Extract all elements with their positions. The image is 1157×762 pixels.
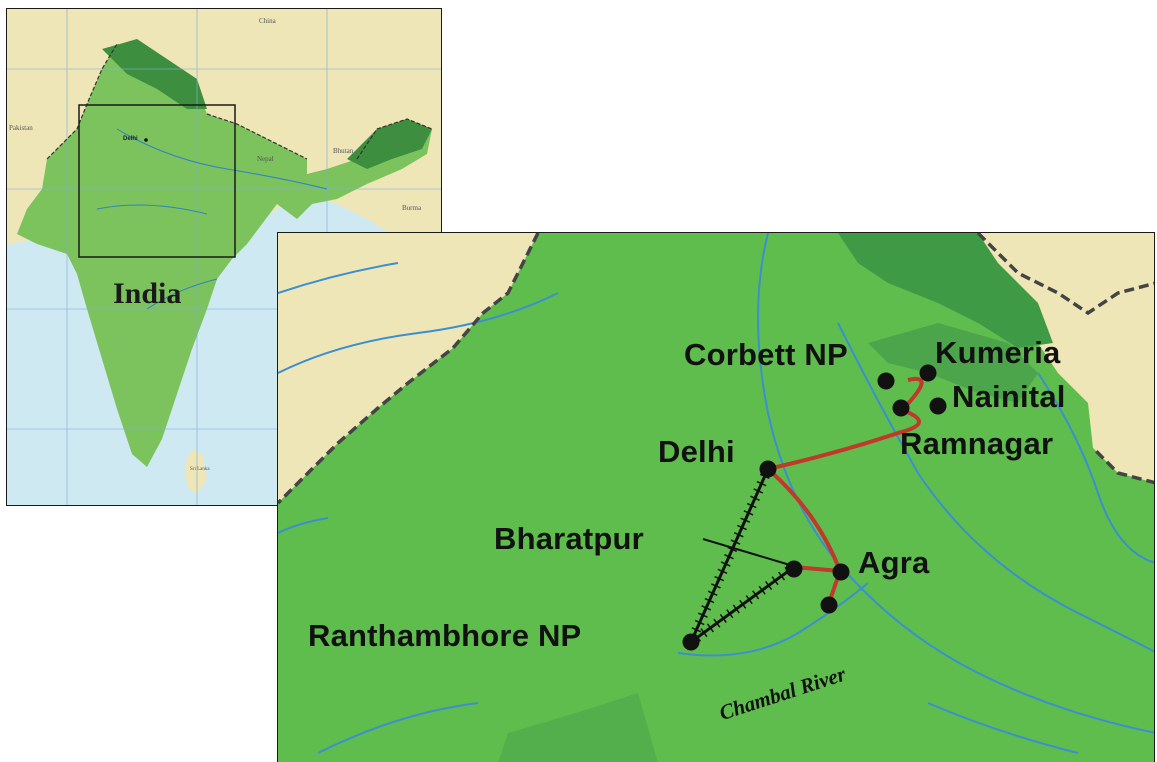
- rail-tick: [720, 561, 731, 567]
- rail-tick: [711, 583, 721, 589]
- rail-tick: [750, 495, 760, 501]
- rail-tick: [745, 595, 753, 605]
- marker-corbett: [877, 372, 895, 390]
- rail-tick: [707, 590, 718, 596]
- label-ranthambhore: Ranthambhore NP: [308, 618, 582, 653]
- overview-map-graphic: [7, 9, 441, 505]
- label-delhi: Delhi: [658, 434, 735, 469]
- marker-ranthambhore: [682, 633, 700, 651]
- rail-tick: [765, 581, 773, 590]
- rail-tick: [740, 517, 751, 523]
- rail-tick: [743, 510, 754, 516]
- label-bharatpur: Bharatpur: [494, 521, 644, 556]
- rail-tick: [726, 609, 734, 619]
- marker-ramnagar: [892, 399, 910, 417]
- rail-tick: [756, 480, 767, 487]
- rail-tick: [704, 597, 715, 604]
- overview-delhi-label: Delhi: [123, 136, 138, 142]
- marker-nainital: [929, 397, 947, 415]
- rail-tick: [706, 623, 714, 633]
- rail-tick: [727, 546, 738, 553]
- label-nainital: Nainital: [952, 379, 1066, 414]
- rail-tick: [730, 539, 741, 545]
- rail-tick: [771, 576, 779, 586]
- rail-tick: [701, 605, 712, 611]
- rail-tick: [746, 502, 757, 509]
- label-agra: Agra: [858, 545, 930, 580]
- rail-tick: [732, 604, 740, 614]
- overview-delhi-marker: [144, 138, 148, 142]
- rail-tick: [714, 575, 725, 582]
- rail-tick: [719, 613, 727, 623]
- marker-kumeria: [919, 364, 937, 382]
- rail-tick: [733, 532, 744, 538]
- label-bhutan: Bhutan: [333, 147, 354, 155]
- marker-agra-south: [820, 596, 838, 614]
- rail-tick: [698, 612, 708, 618]
- rail-tick: [737, 524, 747, 531]
- rail-tick: [777, 571, 786, 581]
- label-nepal: Nepal: [257, 155, 274, 163]
- label-china: China: [259, 17, 276, 25]
- bharatpur-leader-line: [702, 538, 791, 566]
- label-sri-lanka: Sri Lanka: [190, 467, 210, 472]
- rail-tick: [713, 618, 721, 628]
- detail-map: Corbett NP Kumeria Nainital Ramnagar Del…: [277, 232, 1155, 762]
- label-kumeria: Kumeria: [935, 335, 1061, 370]
- overview-title: India: [113, 277, 182, 310]
- rail-tick: [752, 590, 760, 600]
- rail-tick: [753, 488, 764, 494]
- rail-tick: [694, 619, 705, 626]
- marker-agra: [832, 563, 850, 581]
- label-pakistan: Pakistan: [9, 124, 33, 132]
- rail-tick: [724, 553, 734, 560]
- marker-delhi: [759, 460, 777, 478]
- rail-tick: [691, 627, 702, 633]
- rail-tick: [717, 568, 728, 575]
- rail-tick: [758, 585, 766, 595]
- label-corbett: Corbett NP: [684, 337, 848, 372]
- marker-bharatpur: [785, 560, 803, 578]
- detail-map-graphic: [278, 233, 1154, 762]
- label-burma: Burma: [402, 204, 422, 212]
- label-ramnagar: Ramnagar: [900, 426, 1054, 461]
- rail-tick: [700, 628, 708, 638]
- rail-tick: [739, 599, 747, 609]
- region-highlight-box: [78, 104, 236, 258]
